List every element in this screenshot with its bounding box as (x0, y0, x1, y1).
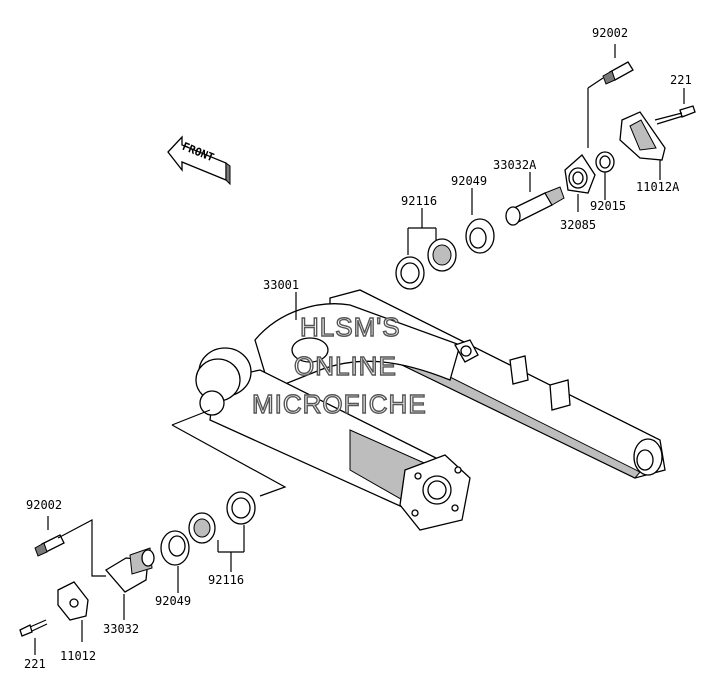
watermark: HLSM'S ONLINE MICROFICHE (251, 311, 427, 419)
label-11012a: 11012A (636, 180, 680, 194)
label-221-bottom: 221 (24, 657, 46, 671)
cap-11012 (57, 581, 89, 621)
watermark-line-3: MICROFICHE (252, 389, 427, 419)
plate-32085 (564, 154, 596, 194)
top-bolt-221 (654, 105, 696, 125)
label-92015: 92015 (590, 199, 626, 213)
label-33032: 33032 (103, 622, 139, 636)
label-92116-bottom: 92116 (208, 573, 244, 587)
label-92049-bottom: 92049 (155, 594, 191, 608)
bottom-bolt-92002 (34, 534, 65, 557)
label-92049-top: 92049 (451, 174, 487, 188)
label-92002-bottom: 92002 (26, 498, 62, 512)
cap-11012a (619, 111, 666, 161)
label-33001: 33001 (263, 278, 299, 292)
shaft-33032 (105, 547, 155, 593)
label-92002-top: 92002 (592, 26, 628, 40)
label-33032a: 33032A (493, 158, 537, 172)
label-11012: 11012 (60, 649, 96, 663)
seal-92049-top (465, 218, 495, 254)
watermark-line-2: ONLINE (294, 351, 397, 381)
bottom-bolt-221 (19, 619, 48, 637)
label-221-top: 221 (670, 73, 692, 87)
swingarm (195, 289, 666, 531)
watermark-line-1: HLSM'S (300, 312, 401, 342)
label-92116-top: 92116 (401, 194, 437, 208)
bearing-92116-top (395, 238, 457, 290)
shaft-33032a (505, 186, 565, 226)
label-32085: 32085 (560, 218, 596, 232)
bearing-92116-bottom (188, 491, 256, 544)
seal-92049-bottom (160, 530, 190, 566)
top-bolt-92002 (602, 61, 634, 85)
part-labels: 92002 221 33032A 92049 92116 92015 32085… (24, 26, 692, 671)
collar-92015 (595, 151, 615, 173)
front-arrow: FRONT (167, 135, 231, 186)
